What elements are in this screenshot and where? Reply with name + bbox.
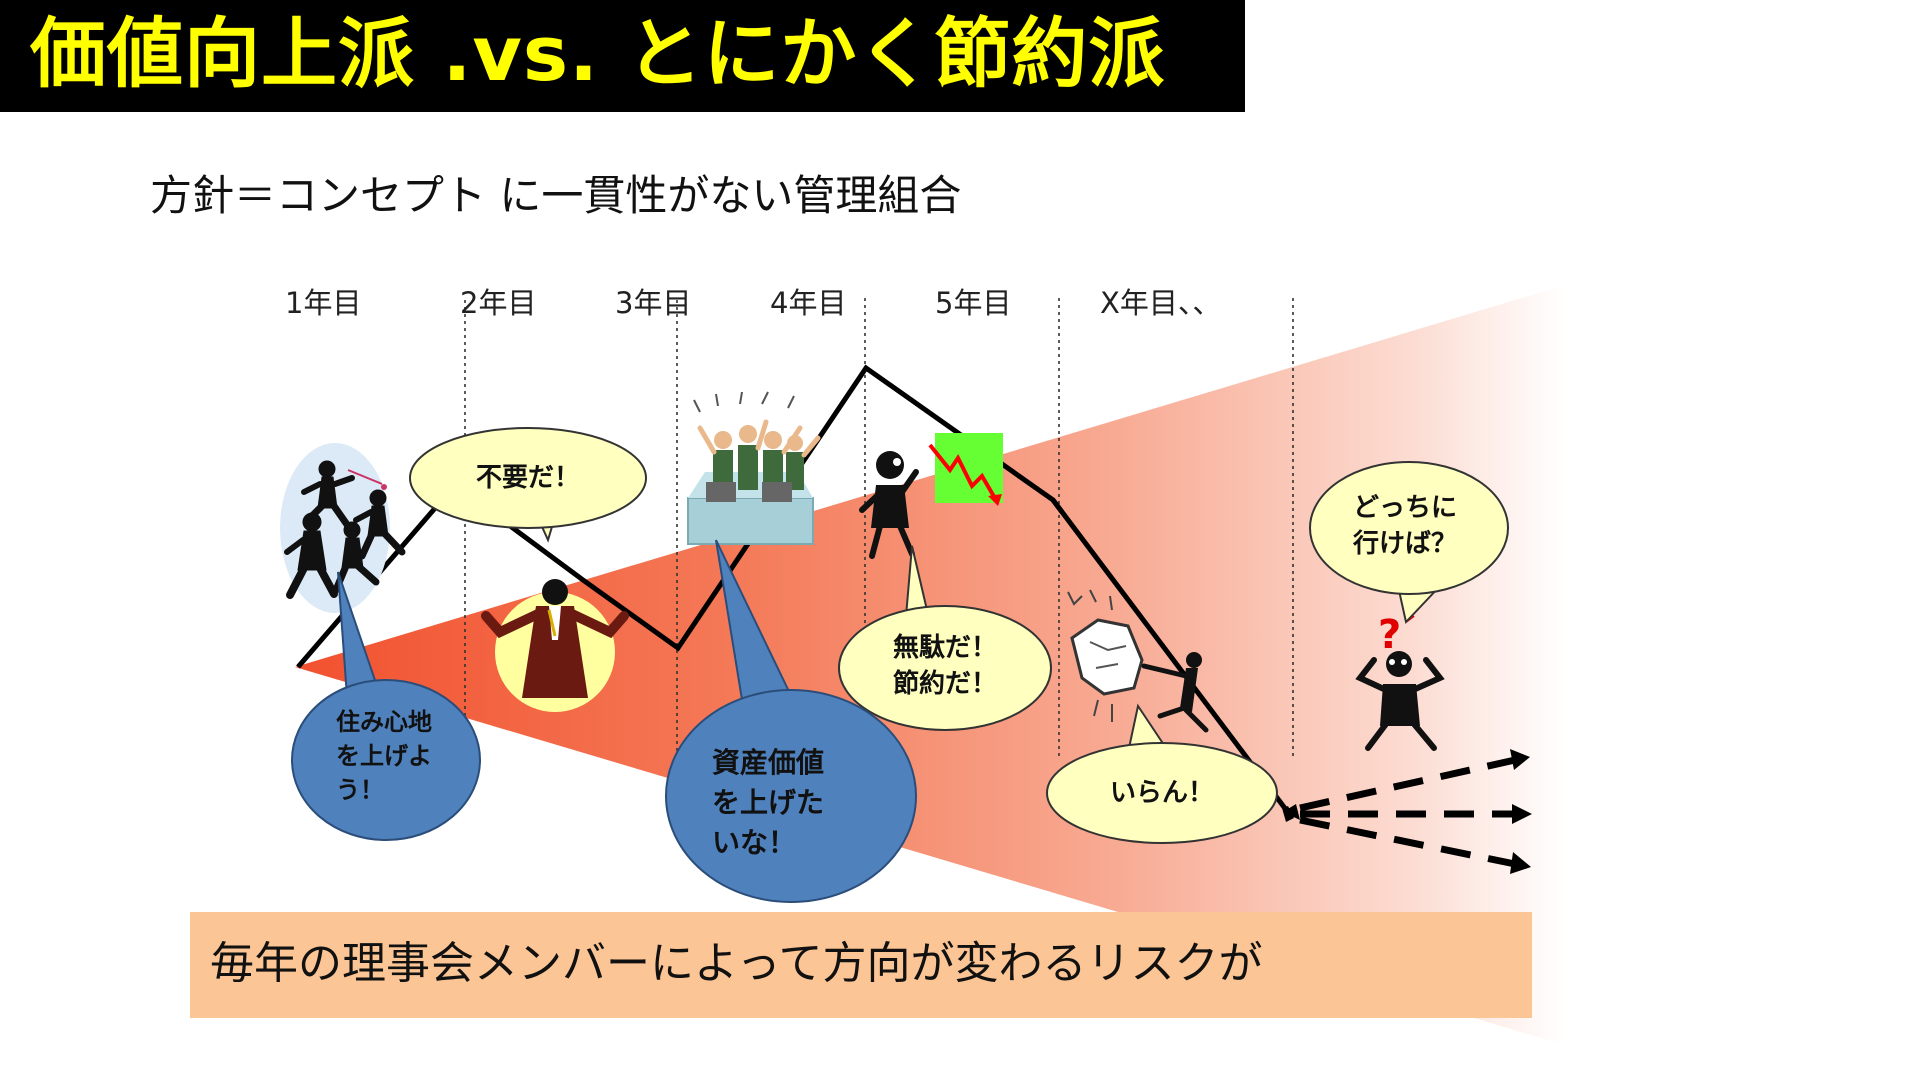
bubble-sumigokochi-line3: う！ bbox=[336, 776, 384, 804]
bubble-docchi-line2: 行けば？ bbox=[1352, 528, 1457, 559]
year-label-x: X年目、、 bbox=[1100, 286, 1221, 320]
footer-text: 毎年の理事会メンバーによって方向が変わるリスクが bbox=[210, 938, 1263, 989]
worried-stick-figure-icon bbox=[859, 451, 919, 559]
slide-title: 価値向上派 .vs. とにかく節約派 bbox=[30, 9, 1166, 98]
bubble-shisan-line3: いな！ bbox=[712, 826, 796, 859]
bubble-iran-text: いらん！ bbox=[1110, 778, 1214, 808]
year-label-3: 3年目 bbox=[615, 286, 691, 320]
year-label-2: 2年目 bbox=[460, 286, 536, 320]
shrugging-man-icon bbox=[481, 579, 629, 712]
bubble-sumigokochi-line1: 住み心地 bbox=[336, 708, 432, 736]
boulder-push-icon bbox=[1067, 589, 1209, 733]
bubble-shisan-line2: を上げた bbox=[712, 786, 824, 819]
bubble-muda-line1: 無駄だ！ bbox=[893, 633, 997, 663]
footer-banner bbox=[190, 912, 1532, 1018]
bubble-shisan: 資産価値 を上げた いな！ bbox=[665, 539, 917, 903]
slide-subtitle: 方針＝コンセプト に一貫性がない管理組合 bbox=[150, 171, 962, 220]
bubble-docchi-line1: どっちに bbox=[1353, 493, 1457, 523]
cheering-crowd-icon bbox=[687, 391, 821, 545]
bubble-muda: 無駄だ！ 節約だ！ bbox=[838, 545, 1052, 731]
bubble-fuyou: 不要だ！ bbox=[409, 427, 647, 543]
bubble-iran: いらん！ bbox=[1046, 703, 1278, 844]
question-mark: ? bbox=[1378, 612, 1401, 658]
year-label-4: 4年目 bbox=[770, 286, 846, 320]
bubble-shisan-line1: 資産価値 bbox=[712, 746, 824, 779]
bubble-docchi: どっちに 行けば？ bbox=[1309, 461, 1509, 625]
bubble-sumigokochi: 住み心地 を上げよ う！ bbox=[291, 571, 481, 841]
title-bar bbox=[0, 0, 1245, 112]
year-label-1: 1年目 bbox=[285, 286, 361, 320]
bubble-fuyou-text: 不要だ！ bbox=[476, 463, 580, 493]
falling-chart-icon bbox=[928, 433, 1003, 506]
bubble-muda-line2: 節約だ！ bbox=[893, 668, 997, 699]
diverging-arrows-icon bbox=[1282, 749, 1532, 874]
direction-tail-line bbox=[1051, 498, 1064, 514]
bubble-sumigokochi-line2: を上げよ bbox=[336, 742, 432, 770]
confused-stick-figure-icon: ? bbox=[1355, 612, 1445, 751]
year-label-5: 5年目 bbox=[935, 286, 1011, 320]
